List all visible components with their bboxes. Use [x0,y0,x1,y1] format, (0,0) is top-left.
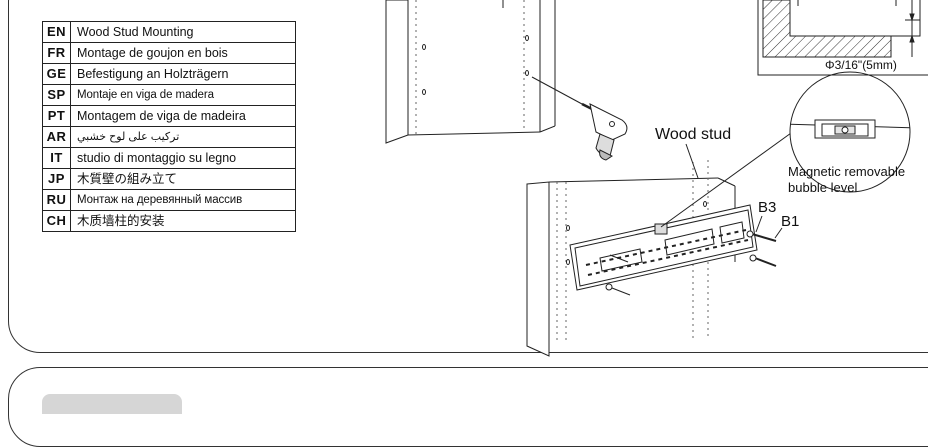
b3-label: B3 [758,199,776,216]
language-row: PT Montagem de viga de madeira [42,105,296,127]
wall-bracket-plate [569,204,758,291]
bubble-level-magnifier [789,71,911,193]
lower-wall-diagram [526,160,736,357]
language-label: Montagem de viga de madeira [70,105,296,127]
level-label-line2: bubble level [788,180,857,195]
language-row: CH 木质墙柱的安装 [42,210,296,232]
callout-leaders [660,127,799,239]
drill-size-label: Φ3/16"(5mm) [825,58,897,72]
language-table: EN Wood Stud Mounting FR Montage de gouj… [42,21,296,232]
wood-stud-label: Wood stud [655,126,731,143]
language-row: SP Montaje en viga de madera [42,84,296,106]
language-label: Wood Stud Mounting [70,21,296,43]
language-label: Montaje en viga de madera [70,84,296,106]
language-code: JP [42,168,71,190]
language-label: 木質壁の組み立て [70,168,296,190]
language-code: CH [42,210,71,232]
language-row: EN Wood Stud Mounting [42,21,296,43]
drill-icon [531,76,628,161]
drill-hole-detail [757,0,928,76]
language-label: Befestigung an Holzträgern [70,63,296,85]
mounting-illustration: Wood stud B3 B1 Magnetic removable bubbl… [385,0,928,357]
step-panel-top [8,0,928,353]
language-row: JP 木質壁の組み立て [42,168,296,190]
b1-label: B1 [781,213,799,230]
language-code: RU [42,189,71,211]
language-label: 木质墙柱的安装 [70,210,296,232]
lag-bolt-icon [605,230,777,296]
level-label-line1: Magnetic removable [788,164,905,179]
upper-wall-diagram [385,0,556,144]
